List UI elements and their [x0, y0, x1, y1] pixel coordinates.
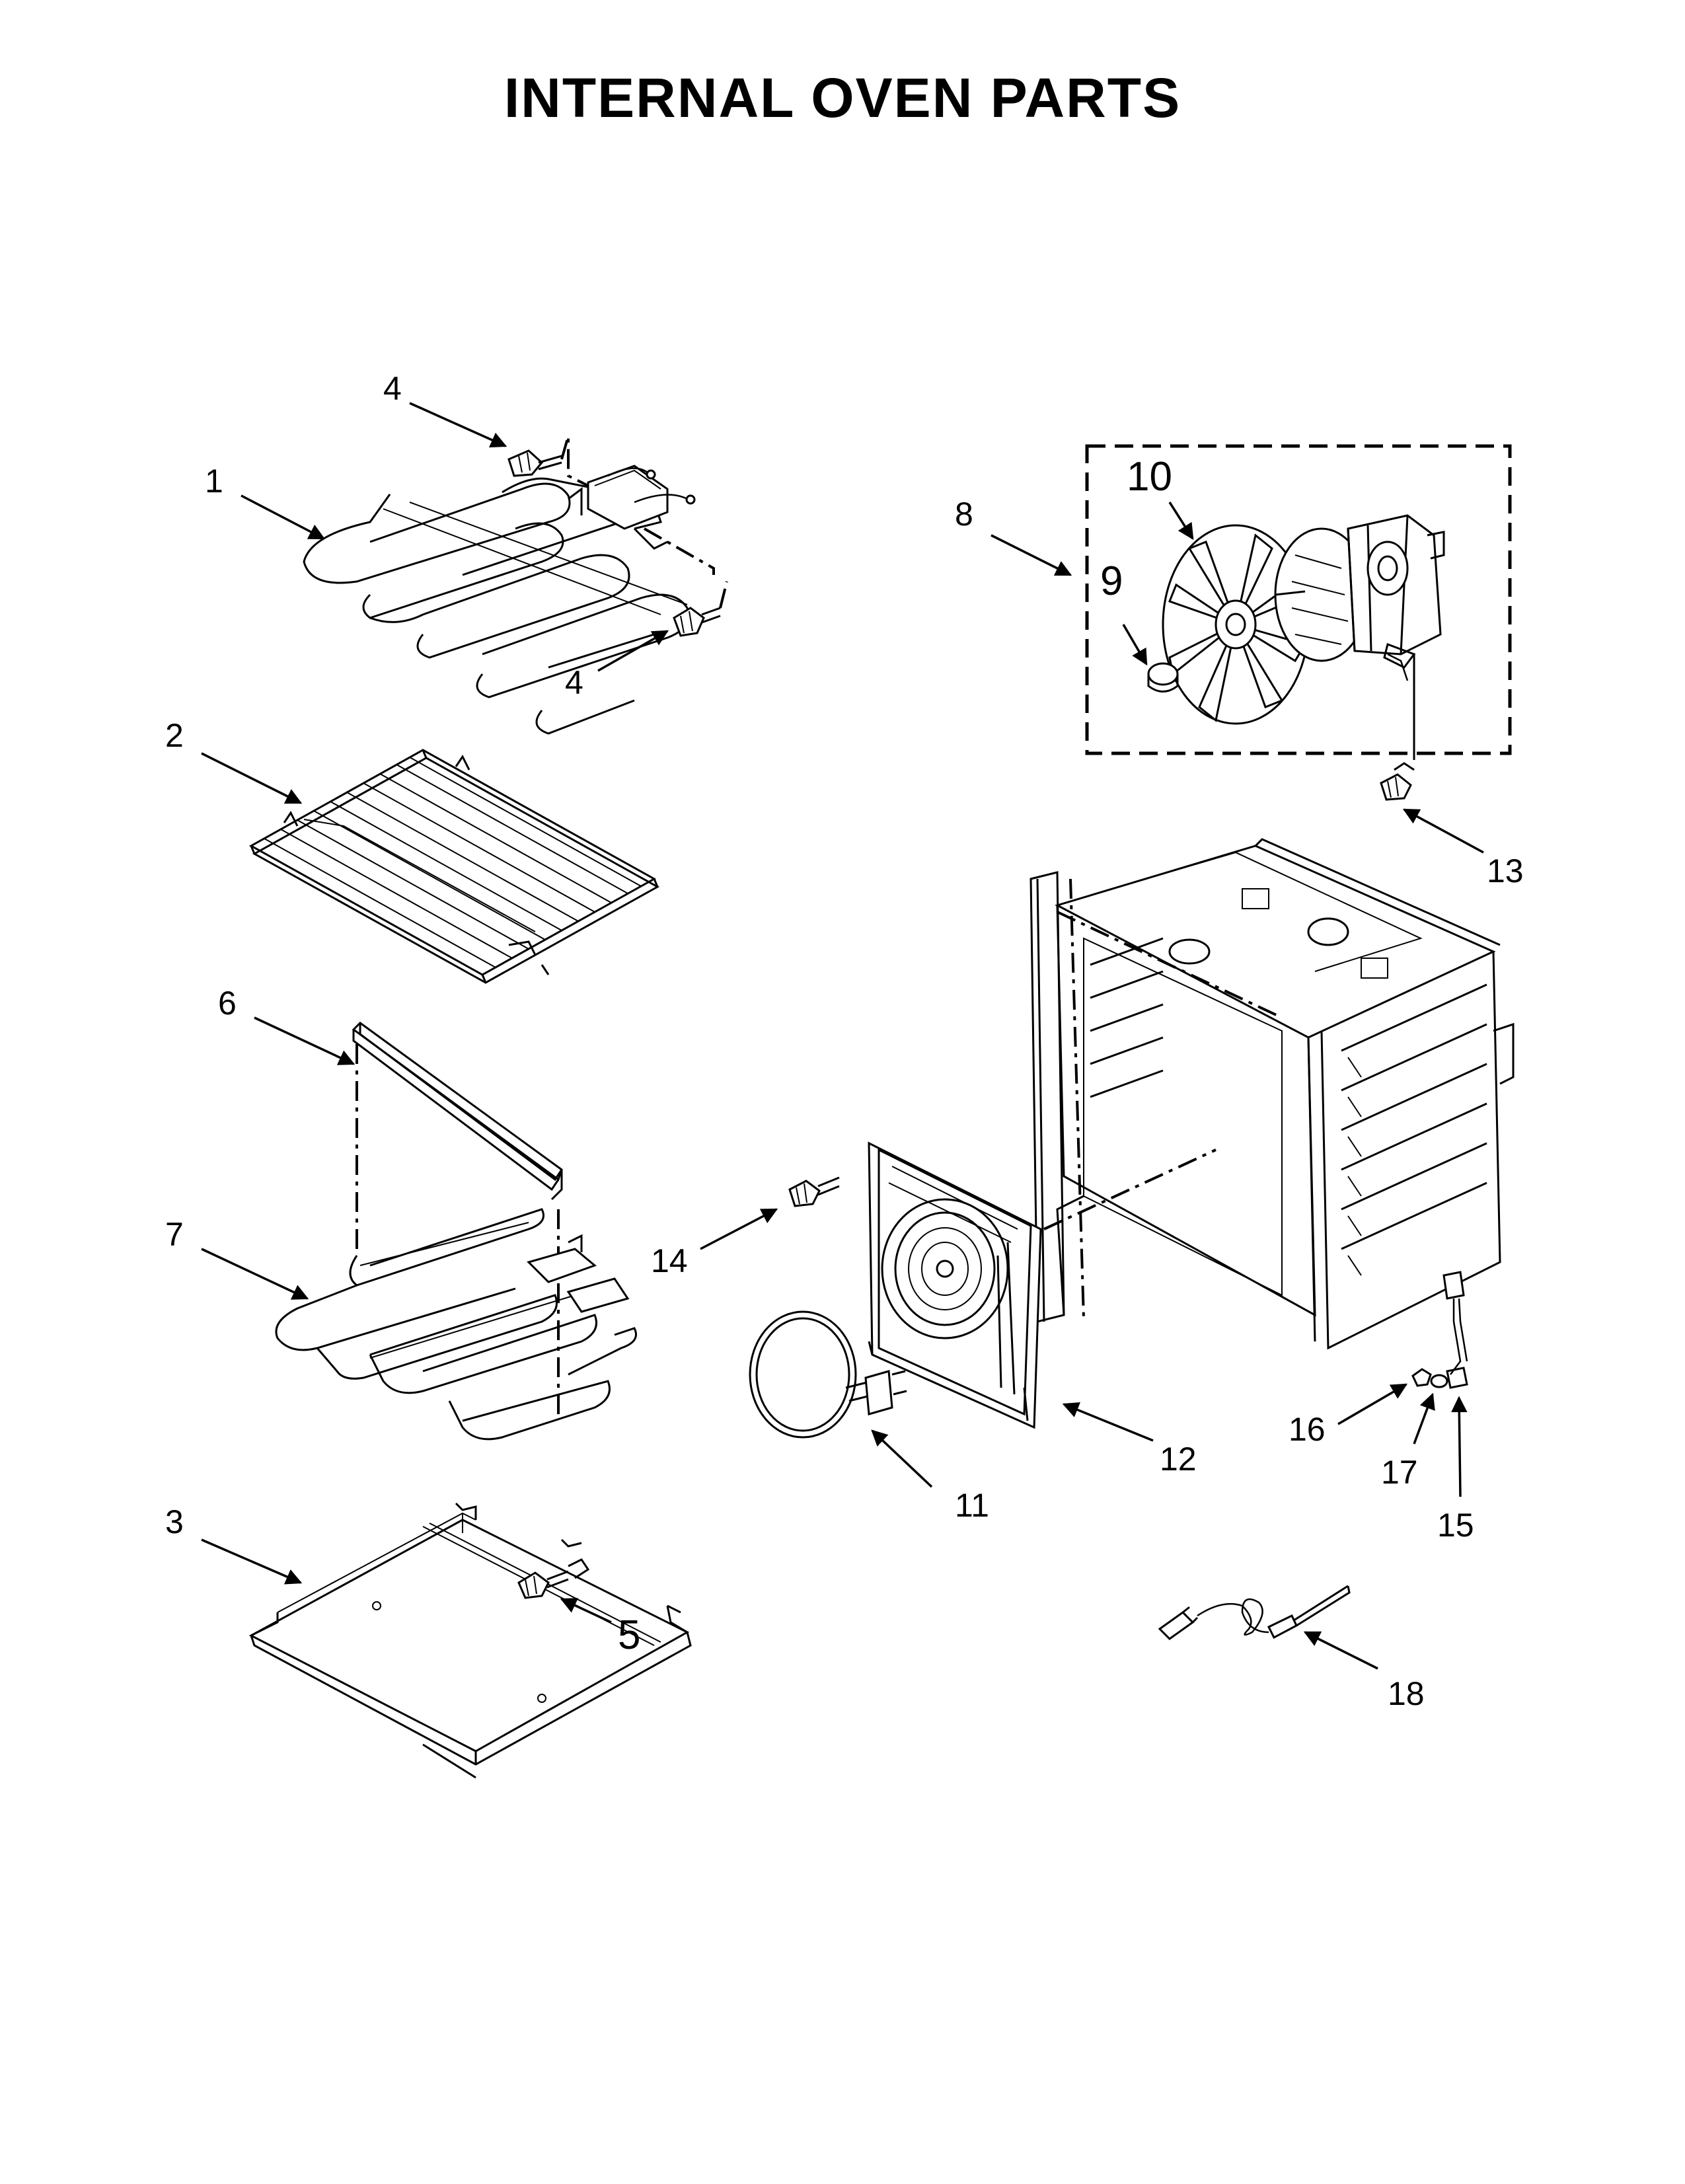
convection-motor-part — [1274, 514, 1445, 681]
convection-element-part — [749, 1310, 907, 1439]
callout-4a: 4 — [383, 370, 402, 407]
callout-14: 14 — [651, 1242, 688, 1279]
bake-element-part — [275, 1208, 637, 1441]
callout-2: 2 — [165, 717, 184, 754]
meat-probe-part — [1158, 1585, 1351, 1640]
callout-13: 13 — [1487, 852, 1524, 889]
callout-12: 12 — [1160, 1441, 1197, 1478]
convection-panel-part — [868, 1141, 1042, 1429]
callout-16: 16 — [1289, 1411, 1326, 1448]
callout-4b: 4 — [565, 664, 583, 701]
callout-9: 9 — [1100, 558, 1123, 604]
page-title: INTERNAL OVEN PARTS — [504, 67, 1181, 129]
leader-lines — [201, 402, 1484, 1670]
oven-rack-part — [248, 749, 660, 984]
broil-element-part — [303, 465, 715, 735]
screw-part-4-top — [507, 435, 589, 487]
callout-5: 5 — [618, 1612, 640, 1658]
alignment-line-12 — [1043, 1148, 1217, 1230]
screw-part-4-bottom — [673, 581, 728, 637]
bottom-panel-part — [248, 1502, 692, 1779]
oven-cavity-part — [1030, 838, 1515, 1350]
callout-10: 10 — [1127, 454, 1172, 500]
callout-1: 1 — [205, 463, 223, 500]
callout-3: 3 — [165, 1503, 184, 1540]
screw-part-14 — [788, 1176, 840, 1207]
screw-part-13 — [1380, 762, 1415, 801]
element-shield-part — [352, 1022, 563, 1201]
callout-18: 18 — [1388, 1675, 1425, 1712]
screw-part-5 — [517, 1558, 590, 1599]
fan-nut-part — [1147, 662, 1179, 693]
callout-7: 7 — [165, 1216, 184, 1253]
callout-17: 17 — [1381, 1454, 1418, 1491]
callout-6: 6 — [218, 985, 237, 1022]
callout-8: 8 — [955, 496, 973, 533]
callout-11: 11 — [955, 1487, 989, 1524]
motor-assembly-group-box — [1085, 444, 1512, 755]
callout-15: 15 — [1437, 1507, 1474, 1544]
callout-labels: 1 2 3 4 4 5 6 7 8 9 10 11 12 13 14 15 16… — [165, 370, 1524, 1712]
temperature-sensor-part — [1411, 1271, 1468, 1389]
